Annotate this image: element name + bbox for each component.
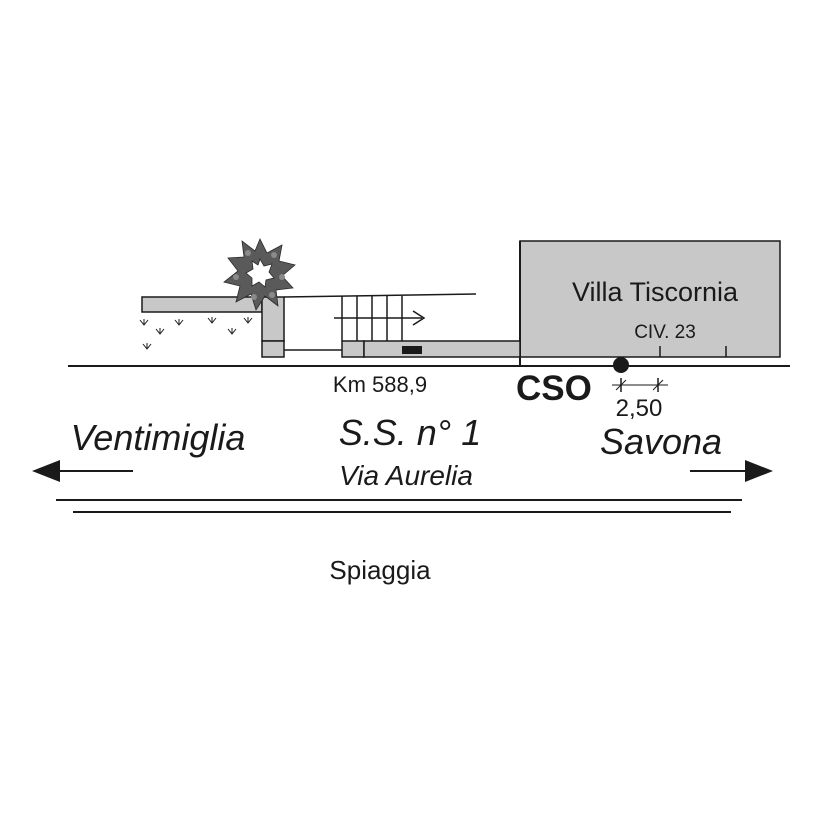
km-label: Km 588,9 [333, 372, 427, 397]
cso-marker: CSO 2,50 [516, 357, 668, 422]
gate-sign [402, 346, 422, 354]
direction-east-label: Savona [600, 421, 722, 462]
street-name: Via Aurelia [339, 460, 473, 491]
villa-building: Villa Tiscornia CIV. 23 [519, 240, 781, 366]
villa-block [519, 240, 781, 358]
beach-label: Spiaggia [329, 555, 431, 585]
gate [334, 296, 521, 358]
road-name: S.S. n° 1 [339, 412, 481, 453]
distance-slash [652, 379, 664, 391]
civic-number: CIV. 23 [634, 322, 696, 343]
grass-marks [139, 317, 253, 350]
distance-label: 2,50 [616, 395, 663, 422]
gate-post [341, 340, 365, 358]
cso-point [613, 357, 629, 373]
arrow-right-icon [745, 460, 773, 482]
terrace-wall [141, 296, 263, 313]
entrance-arrow-icon [412, 310, 426, 326]
direction-west-label: Ventimiglia [71, 417, 246, 458]
tree-icon [223, 238, 296, 311]
arrow-left-icon [32, 460, 60, 482]
property-line [283, 293, 477, 298]
distance-slash [615, 379, 627, 391]
cso-label: CSO [516, 369, 592, 408]
front-wall [363, 340, 521, 358]
villa-name: Villa Tiscornia [572, 277, 739, 307]
terrace-base [261, 340, 285, 358]
terrace-pillar [261, 296, 285, 342]
